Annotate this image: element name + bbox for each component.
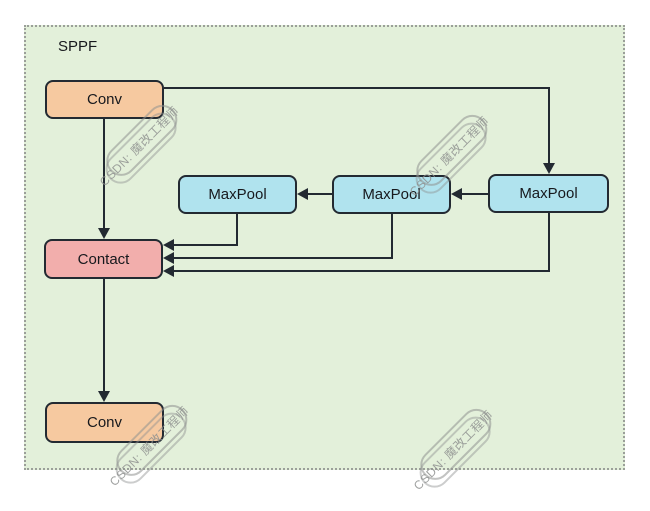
edge-contact-convbottom-vline xyxy=(103,279,105,391)
diagram-canvas: SPPF Conv MaxPool MaxPool MaxPool Contac… xyxy=(24,25,625,494)
edge-maxpoolmiddle-contact-hline xyxy=(174,257,393,259)
page: { "group": { "label": "SPPF" }, "nodes":… xyxy=(24,25,625,494)
arrowhead-into-contact-top-icon xyxy=(98,228,110,239)
edge-convtop-maxpoolright-hline xyxy=(164,87,550,89)
node-conv-top: Conv xyxy=(45,80,164,119)
arrowhead-into-contact-1-icon xyxy=(163,239,174,251)
node-maxpool-right-label: MaxPool xyxy=(519,185,578,202)
edge-maxpoolmiddle-contact-vline xyxy=(391,214,393,259)
edge-maxpoolmiddle-maxpoolleft-hline xyxy=(308,193,332,195)
edge-convtop-contact-vline xyxy=(103,119,105,228)
edge-convtop-maxpoolright-vline xyxy=(548,87,550,163)
arrowhead-into-conv-bottom-icon xyxy=(98,391,110,402)
arrowhead-into-maxpool-left-icon xyxy=(297,188,308,200)
edge-maxpoolright-contact-hline xyxy=(174,270,550,272)
edge-maxpoolleft-contact-hline xyxy=(174,244,238,246)
node-maxpool-left-label: MaxPool xyxy=(208,186,267,203)
node-contact-label: Contact xyxy=(77,250,130,268)
sppf-group-label: SPPF xyxy=(58,38,98,55)
arrowhead-into-maxpool-right-icon xyxy=(543,163,555,174)
edge-maxpoolright-contact-vline xyxy=(548,213,550,272)
node-maxpool-middle: MaxPool xyxy=(332,175,451,214)
arrowhead-into-contact-3-icon xyxy=(163,265,174,277)
node-conv-bottom-label: Conv xyxy=(86,414,123,431)
arrowhead-into-maxpool-middle-icon xyxy=(451,188,462,200)
node-contact: Contact xyxy=(44,239,163,279)
node-maxpool-middle-label: MaxPool xyxy=(362,186,421,203)
node-maxpool-right: MaxPool xyxy=(488,174,609,213)
arrowhead-into-contact-2-icon xyxy=(163,252,174,264)
node-maxpool-left: MaxPool xyxy=(178,175,297,214)
node-conv-bottom: Conv xyxy=(45,402,164,443)
edge-maxpoolleft-contact-vline xyxy=(236,214,238,246)
node-conv-top-label: Conv xyxy=(86,91,123,108)
edge-maxpoolright-maxpoolmiddle-hline xyxy=(462,193,488,195)
